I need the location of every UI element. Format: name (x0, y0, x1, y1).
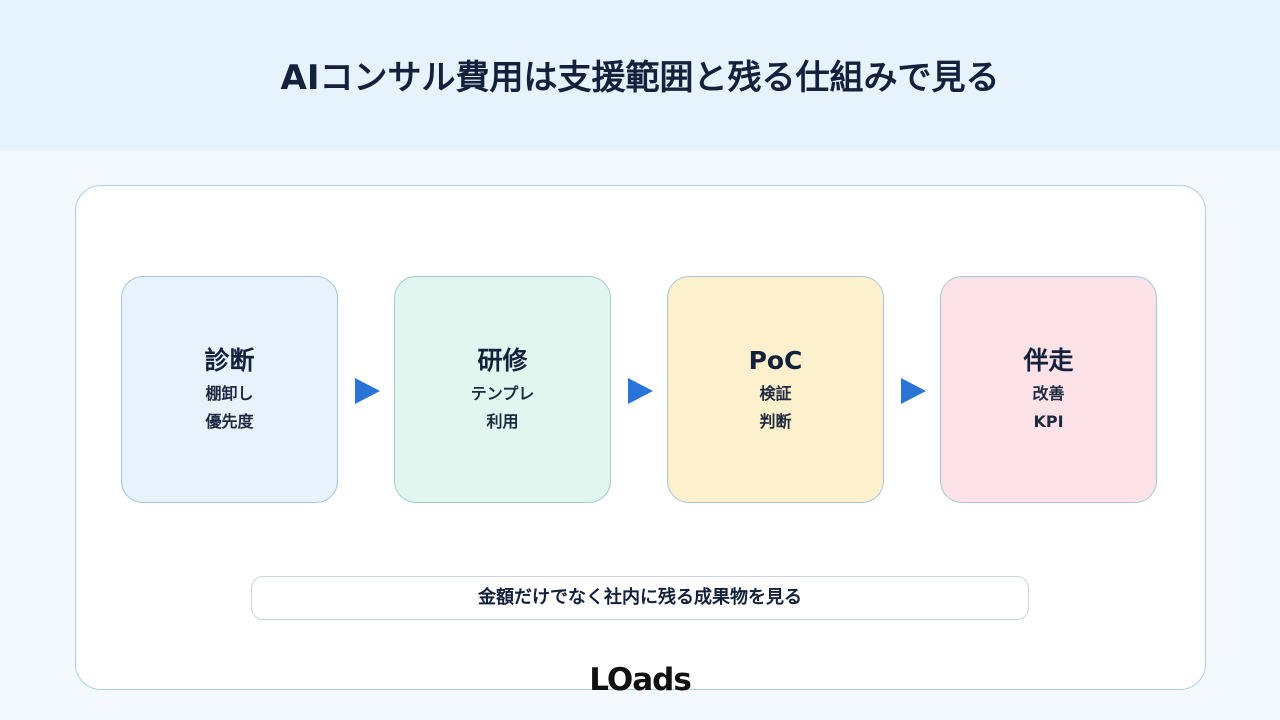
arrow-right-icon (355, 378, 380, 404)
step-heading: 伴走 (1023, 345, 1074, 375)
step-box-support: 伴走 改善 KPI (940, 276, 1157, 503)
step-box-poc: PoC 検証 判断 (667, 276, 884, 503)
step-line: 利用 (486, 411, 519, 431)
header-band (0, 0, 1280, 151)
step-line: 改善 (1032, 383, 1065, 403)
arrow-right-icon (901, 378, 926, 404)
step-line: 判断 (759, 411, 792, 431)
step-heading: 診断 (204, 345, 255, 375)
step-heading: PoC (748, 345, 803, 375)
step-heading: 研修 (477, 345, 528, 375)
summary-note: 金額だけでなく社内に残る成果物を見る (251, 576, 1029, 620)
step-line: KPI (1033, 411, 1064, 431)
step-line: テンプレ (470, 383, 535, 403)
step-line: 検証 (759, 383, 792, 403)
brand-logo: LOads (589, 662, 692, 698)
step-line: 優先度 (205, 411, 254, 431)
page-title: AIコンサル費用は支援範囲と残る仕組みで見る (280, 58, 1000, 98)
step-box-training: 研修 テンプレ 利用 (394, 276, 611, 503)
arrow-right-icon (628, 378, 653, 404)
step-line: 棚卸し (205, 383, 254, 403)
step-box-diagnosis: 診断 棚卸し 優先度 (121, 276, 338, 503)
